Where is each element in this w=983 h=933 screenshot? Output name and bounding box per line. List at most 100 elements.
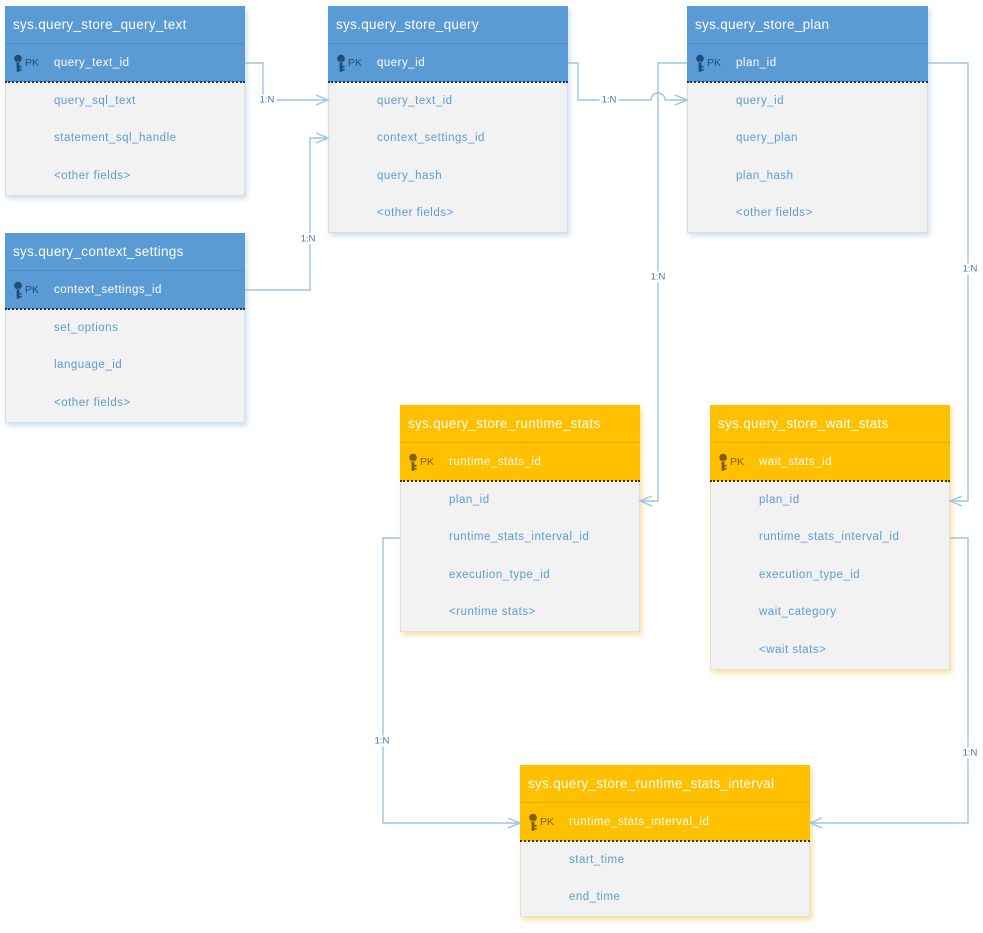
field-row: start_time (521, 841, 809, 879)
table-fields: query_text_id context_settings_id query_ha… (328, 82, 568, 233)
table-header: sys.query_store_plan (687, 6, 928, 44)
primary-key-row: PK runtime_stats_id (400, 443, 640, 482)
table-header: sys.query_store_runtime_stats (400, 405, 640, 443)
field-row: language_id (6, 347, 244, 385)
field-row: plan_id (401, 481, 639, 519)
field-row: plan_hash (688, 157, 927, 195)
relationship-line (568, 62, 685, 101)
field-name: query_hash (377, 169, 443, 182)
primary-key-icon (13, 281, 24, 300)
primary-key-row: PK query_text_id (5, 44, 245, 83)
table-fields: query_id query_plan plan_hash<other fields… (687, 82, 928, 233)
cardinality-label: 1:N (960, 747, 980, 759)
table-header: sys.query_store_query_text (5, 6, 245, 44)
table-title: sys.query_store_runtime_stats_interval (528, 776, 775, 791)
field-name: query_plan (736, 132, 798, 145)
field-name: <runtime stats> (449, 606, 536, 619)
field-row: end_time (521, 879, 809, 917)
field-row: statement_sql_handle (6, 120, 244, 158)
field-name: wait_category (759, 606, 837, 619)
field-row: query_sql_text (6, 82, 244, 120)
cardinality-label: 1:N (648, 271, 668, 283)
relationship-line (245, 137, 326, 291)
table-header: sys.query_store_runtime_stats_interval (520, 765, 810, 803)
table-header: sys.query_context_settings (5, 233, 245, 271)
primary-key-icon (695, 54, 706, 73)
field-name: runtime_stats_interval_id (759, 531, 900, 544)
field-name: plan_id (449, 493, 490, 506)
field-name: start_time (569, 853, 625, 866)
table-fields: set_options language_id <other fields> (5, 309, 245, 423)
cardinality-label: 1:N (372, 735, 392, 747)
table-header: sys.query_store_wait_stats (710, 405, 950, 443)
pk-field-name: wait_stats_id (759, 456, 832, 468)
table-title: sys.query_context_settings (13, 244, 184, 259)
field-name: query_text_id (377, 94, 453, 107)
pk-label: PK (25, 57, 40, 69)
primary-key-icon (528, 813, 539, 832)
table-title: sys.query_store_query_text (13, 17, 187, 32)
field-row: query_text_id (329, 82, 567, 120)
field-row: runtime_stats_interval_id (401, 519, 639, 557)
field-name: <other fields> (54, 169, 131, 182)
cardinality-label: 1:N (298, 233, 318, 245)
pk-label: PK (348, 57, 363, 69)
many-arrowhead-icon (638, 495, 653, 507)
field-row: <other fields> (329, 195, 567, 233)
field-name: <wait stats> (759, 643, 827, 656)
field-name: set_options (54, 321, 119, 334)
field-row: runtime_stats_interval_id (711, 519, 949, 557)
field-row: execution_type_id (711, 556, 949, 594)
table-fields: plan_id runtime_stats_interval_id executio… (710, 481, 950, 670)
table-title: sys.query_store_query (336, 17, 479, 32)
field-name: runtime_stats_interval_id (449, 531, 590, 544)
primary-key-icon (408, 453, 419, 472)
field-row: <wait stats> (711, 631, 949, 669)
field-row: query_hash (329, 157, 567, 195)
field-row: <other fields> (688, 195, 927, 233)
many-arrowhead-icon (315, 94, 330, 106)
field-name: execution_type_id (759, 568, 861, 581)
pk-field-name: query_text_id (54, 57, 130, 69)
field-row: query_id (688, 82, 927, 120)
field-row: <other fields> (6, 384, 244, 422)
field-row: plan_id (711, 481, 949, 519)
field-row: <runtime stats> (401, 594, 639, 632)
table-fields: plan_id runtime_stats_interval_id executio… (400, 481, 640, 632)
pk-field-name: runtime_stats_id (449, 456, 542, 468)
field-name: <other fields> (377, 207, 454, 220)
pk-field-name: query_id (377, 57, 426, 69)
field-name: context_settings_id (377, 132, 485, 145)
table-fields: query_sql_text statement_sql_handle <other… (5, 82, 245, 196)
pk-field-name: context_settings_id (54, 284, 162, 296)
table-header: sys.query_store_query (328, 6, 568, 44)
field-name: <other fields> (54, 396, 131, 409)
cardinality-label: 1:N (257, 94, 277, 106)
field-row: set_options (6, 309, 244, 347)
many-arrowhead-icon (674, 94, 689, 106)
pk-label: PK (540, 816, 555, 828)
pk-label: PK (420, 456, 435, 468)
field-name: plan_id (759, 493, 800, 506)
pk-field-name: plan_id (736, 57, 777, 69)
field-name: query_id (736, 94, 785, 107)
many-arrowhead-icon (948, 495, 963, 507)
field-row: query_plan (688, 120, 927, 158)
field-name: end_time (569, 891, 621, 904)
primary-key-icon (13, 54, 24, 73)
primary-key-icon (336, 54, 347, 73)
field-name: execution_type_id (449, 568, 551, 581)
field-row: <other fields> (6, 157, 244, 195)
field-name: query_sql_text (54, 94, 136, 107)
table-title: sys.query_store_runtime_stats (408, 416, 601, 431)
primary-key-icon (718, 453, 729, 472)
